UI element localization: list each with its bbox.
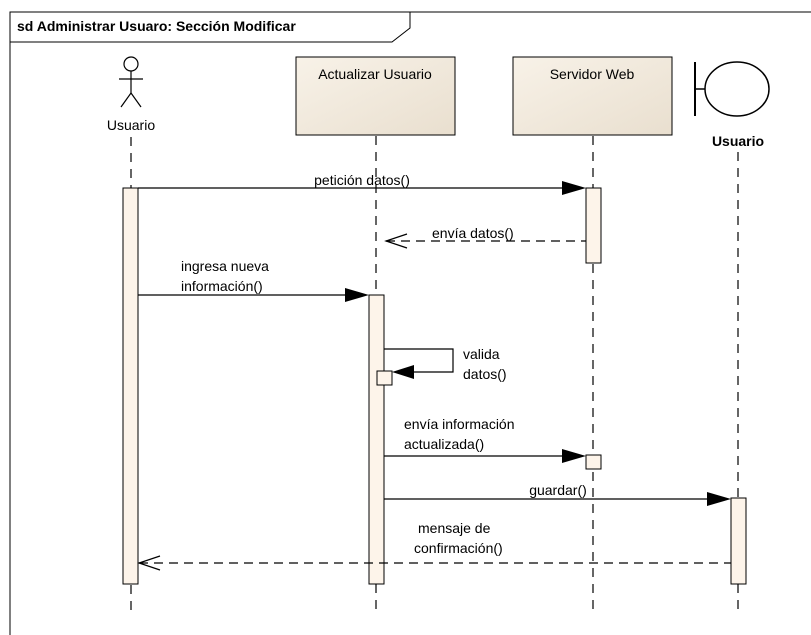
participant-actualizar-usuario: [295, 56, 456, 136]
message-envia-informacion-line2: actualizada(): [404, 436, 484, 452]
message-envia-datos-label: envía datos(): [432, 225, 514, 241]
message-guardar-label: guardar(): [529, 482, 587, 498]
actor-usuario: [119, 56, 143, 108]
activation-self-call: [376, 370, 393, 386]
message-ingresa-informacion-line2: información(): [181, 278, 263, 294]
participant-servidor-web-label: Servidor Web: [550, 66, 635, 82]
message-confirmacion: [137, 555, 731, 571]
message-envia-informacion-line1: envía información: [404, 416, 515, 432]
message-ingresa-informacion-line1: ingresa nueva: [181, 258, 269, 274]
activation-servidor-web-2: [585, 454, 602, 470]
actor-head-icon: [123, 56, 139, 72]
message-valida-datos: [384, 348, 454, 379]
boundary-usuario-icon: [694, 61, 770, 117]
message-envia-datos: [384, 233, 586, 249]
activation-servidor-web-1: [585, 187, 602, 264]
participant-actualizar-usuario-label: Actualizar Usuario: [318, 66, 432, 82]
activation-boundary-usuario: [730, 497, 747, 585]
message-confirmacion-line1: mensaje de: [418, 520, 491, 536]
message-peticion-datos: [138, 181, 586, 195]
message-guardar: [384, 492, 731, 506]
boundary-usuario-label: Usuario: [712, 133, 764, 149]
participant-servidor-web: [512, 56, 673, 136]
message-ingresa-informacion: [138, 288, 369, 302]
message-valida-datos-line1: valida: [463, 346, 500, 362]
diagram-frame: sd Administrar Usuaro: Sección Modificar: [9, 11, 811, 635]
message-peticion-datos-label: petición datos(): [314, 172, 410, 188]
message-valida-datos-line2: datos(): [463, 366, 507, 382]
actor-usuario-label: Usuario: [107, 117, 155, 133]
frame-title-tab: [9, 11, 411, 43]
frame-title: sd Administrar Usuaro: Sección Modificar: [17, 18, 296, 34]
message-envia-informacion: [384, 449, 586, 463]
activation-actualizar-usuario: [368, 294, 385, 585]
activation-actor-usuario: [122, 187, 139, 585]
message-confirmacion-line2: confirmación(): [414, 540, 503, 556]
